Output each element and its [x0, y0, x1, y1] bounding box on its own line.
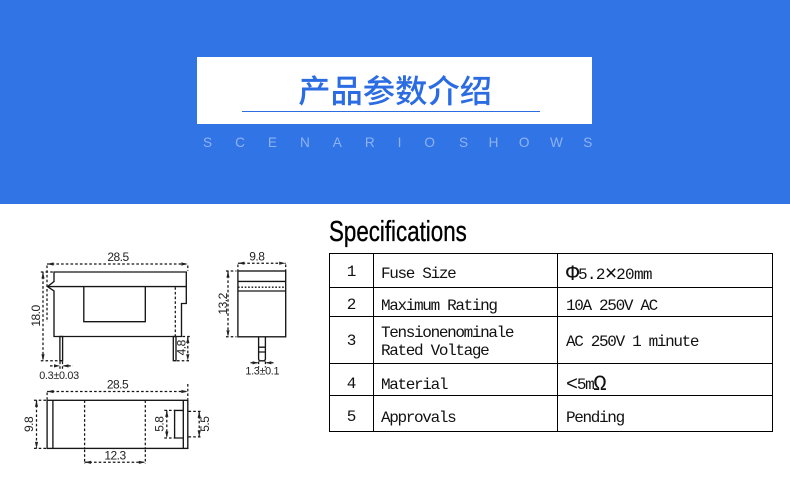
svg-text:5.8: 5.8: [153, 416, 167, 432]
svg-text:18.0: 18.0: [29, 304, 43, 326]
svg-text:4.8: 4.8: [174, 339, 188, 355]
svg-text:5.5: 5.5: [198, 416, 212, 432]
svg-text:9.8: 9.8: [249, 250, 265, 264]
svg-text:9.8: 9.8: [22, 416, 36, 432]
svg-text:1.3±0.1: 1.3±0.1: [245, 366, 279, 378]
svg-text:12.3: 12.3: [104, 448, 126, 462]
svg-text:13.2: 13.2: [216, 292, 230, 314]
svg-text:28.5: 28.5: [107, 378, 129, 392]
svg-text:28.5: 28.5: [107, 250, 129, 264]
svg-text:0.3±0.03: 0.3±0.03: [39, 370, 79, 382]
